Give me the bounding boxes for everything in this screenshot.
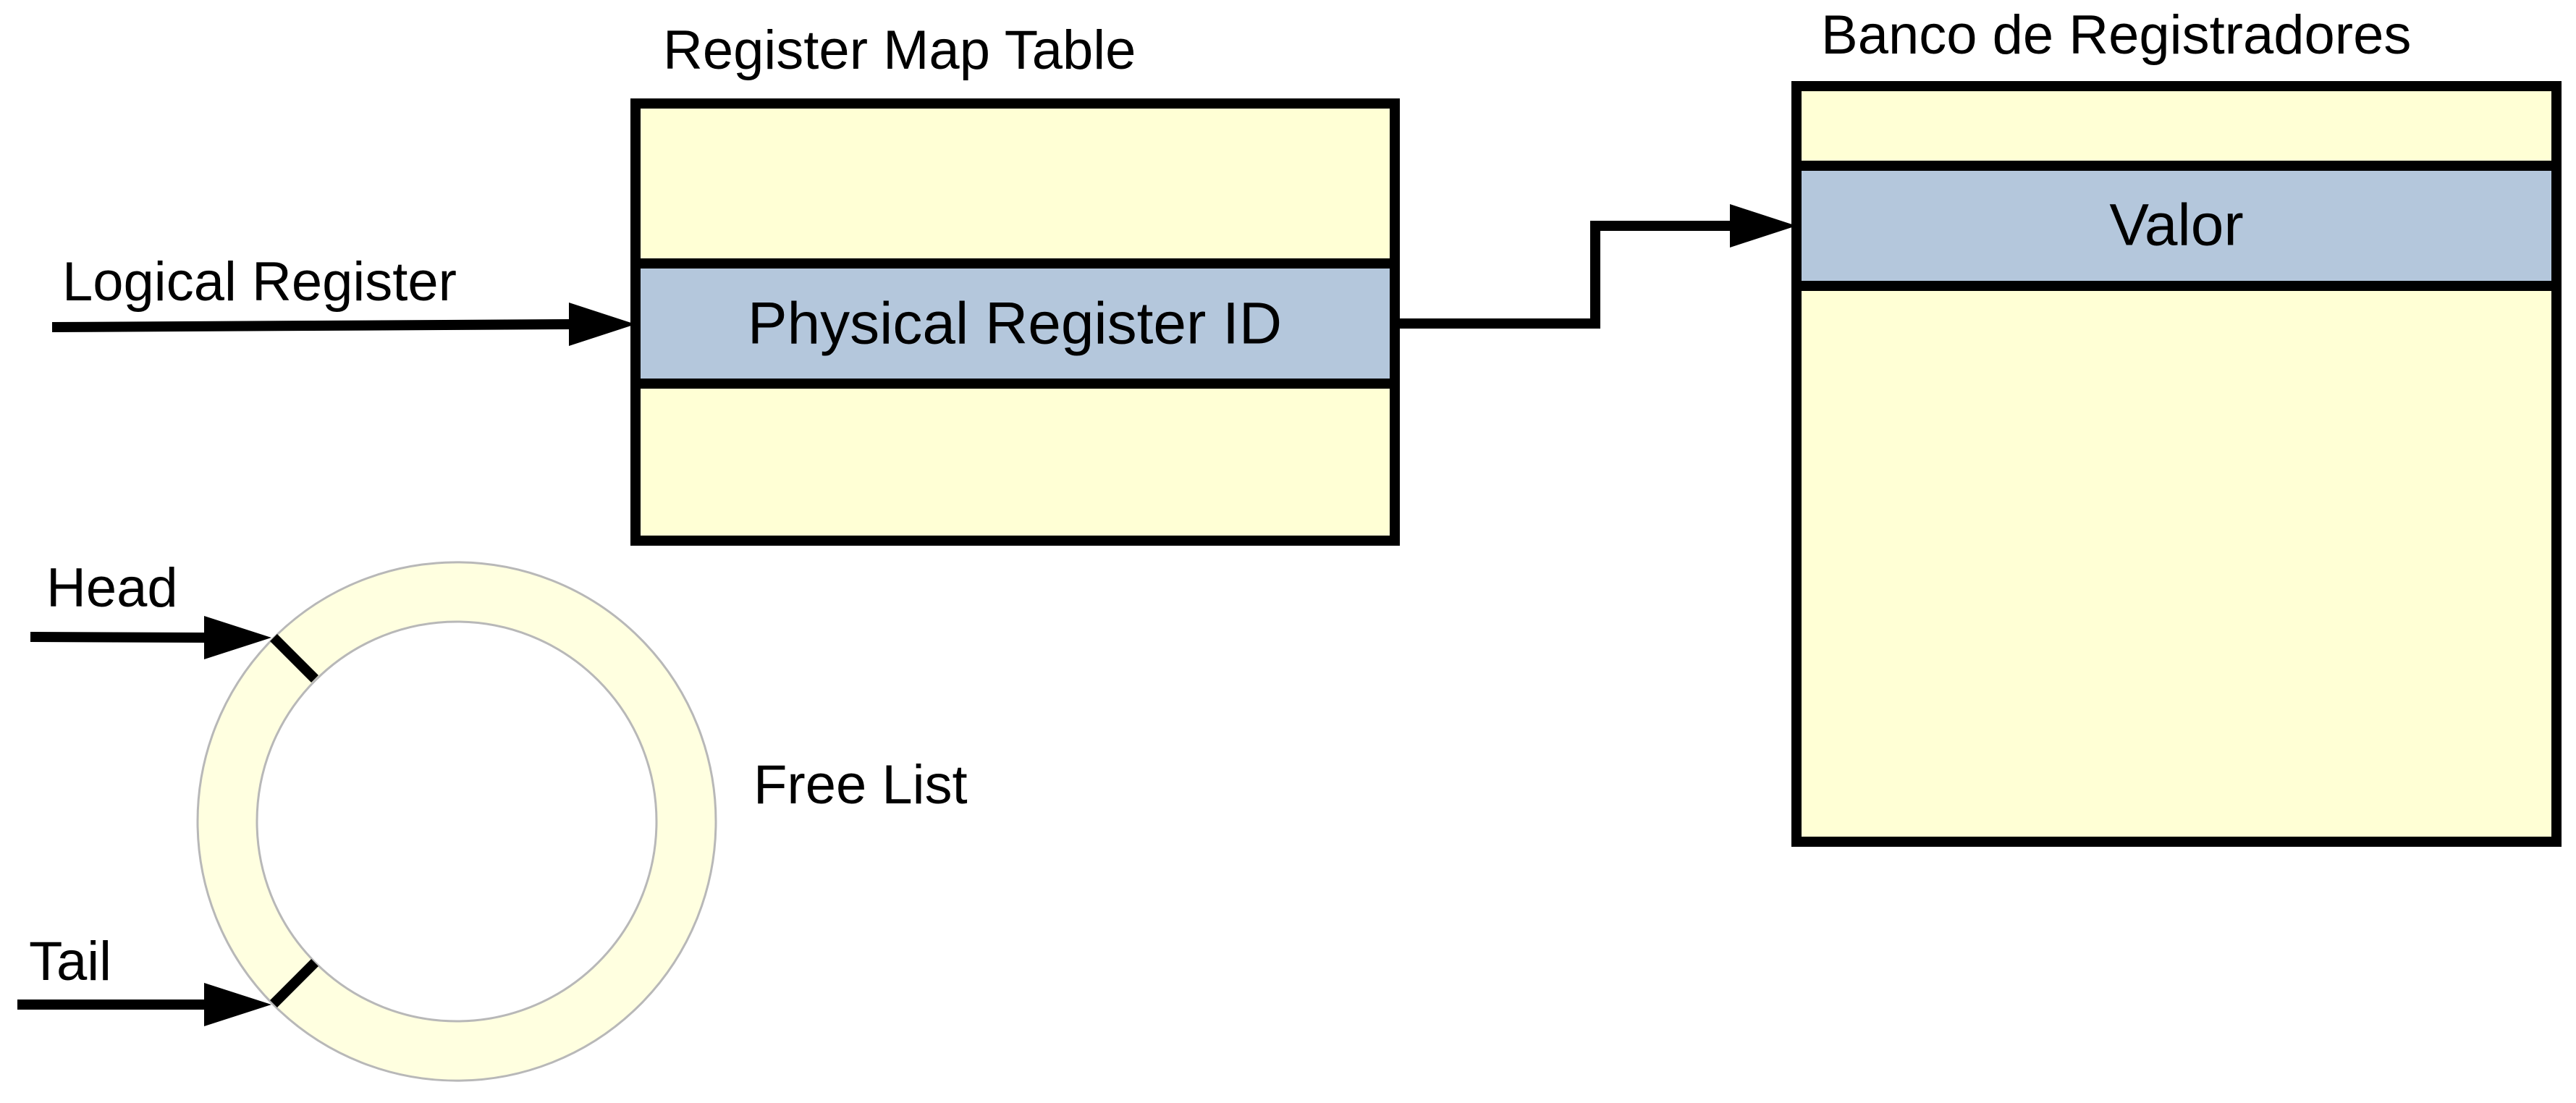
tail-arrow: [17, 983, 271, 1026]
tail-arrowhead: [204, 983, 271, 1026]
register-bank-highlight-row: [1791, 161, 2562, 291]
register-bank-title: Banco de Registradores: [1821, 4, 2411, 66]
map-to-bank-connector: [1395, 204, 1796, 329]
register-bank: Valor: [1791, 81, 2562, 847]
free-list-ring-body: [196, 561, 717, 1082]
logical-register-label: Logical Register: [62, 251, 457, 313]
logical-register-arrowhead: [569, 303, 635, 346]
register-map-table-title: Register Map Table: [663, 20, 1136, 81]
register-bank-highlight-label: Valor: [2109, 193, 2243, 258]
free-list-tail-marker: [270, 959, 318, 1007]
head-arrowhead: [204, 616, 271, 659]
map-to-bank-arrowhead: [1730, 204, 1796, 248]
head-label: Head: [46, 557, 178, 619]
register-map-table: Physical Register ID: [630, 98, 1400, 546]
tail-label: Tail: [29, 931, 111, 992]
logical-register-arrow: [51, 303, 635, 346]
free-list-label: Free List: [753, 754, 968, 816]
free-list-ring: [196, 561, 717, 1082]
free-list-head-marker: [270, 634, 318, 682]
head-arrow: [30, 616, 271, 659]
register-map-table-highlight-row: [630, 258, 1400, 389]
register-map-table-highlight-label: Physical Register ID: [748, 291, 1282, 357]
